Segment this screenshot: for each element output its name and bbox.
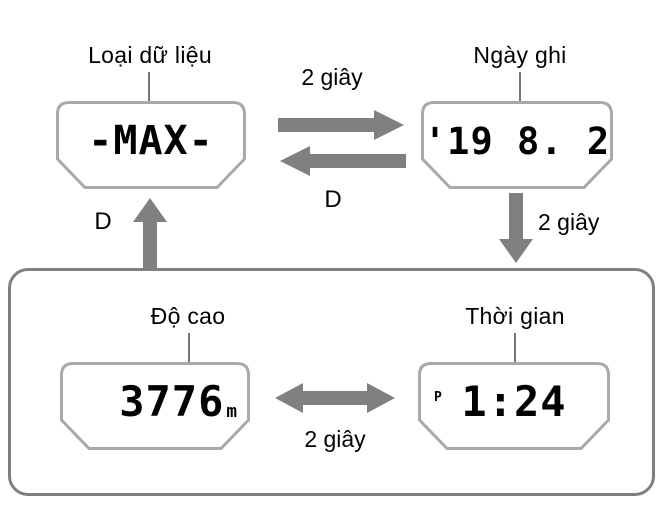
display-unit-altitude: m (226, 402, 238, 423)
caption-data-type: Loại dữ liệu (88, 42, 212, 68)
leader-line-altitude (188, 333, 190, 378)
display-frame-data-type (56, 101, 246, 189)
arrow-bottom-bidirectional-icon (275, 383, 395, 413)
display-frame-record-date (421, 101, 613, 189)
grouped-display-panel (8, 268, 655, 496)
label-top-forward: 2 giây (301, 64, 363, 90)
label-bottom-both: 2 giây (304, 426, 366, 452)
caption-time: Thời gian (465, 303, 565, 329)
leader-line-time (514, 333, 516, 378)
display-value-altitude: 3776 (119, 376, 225, 426)
label-right-down: 2 giây (538, 209, 600, 235)
arrow-right-down-icon (499, 193, 533, 263)
display-frame-altitude (60, 362, 250, 450)
arrow-left-up-icon (133, 198, 167, 268)
display-value-time: 1:24 (461, 376, 567, 426)
display-value-data-type: -MAX- (88, 118, 214, 164)
arrow-top-forward-icon (278, 110, 404, 140)
label-left-up: D (94, 208, 112, 235)
label-top-backward: D (324, 186, 342, 213)
display-data-type[interactable]: -MAX- (56, 101, 246, 189)
display-meridiem-flag-time: P (434, 390, 442, 405)
caption-record-date: Ngày ghi (473, 42, 567, 68)
arrow-top-backward-icon (280, 146, 406, 176)
display-frame-time (418, 362, 610, 450)
leader-line-data-type (148, 72, 150, 117)
leader-line-record-date (519, 72, 521, 117)
display-record-date[interactable]: '19 8. 2 (421, 101, 613, 189)
display-time[interactable]: P 1:24 (418, 362, 610, 450)
caption-altitude: Độ cao (150, 303, 226, 329)
display-value-record-date: '19 8. 2 (423, 119, 611, 163)
